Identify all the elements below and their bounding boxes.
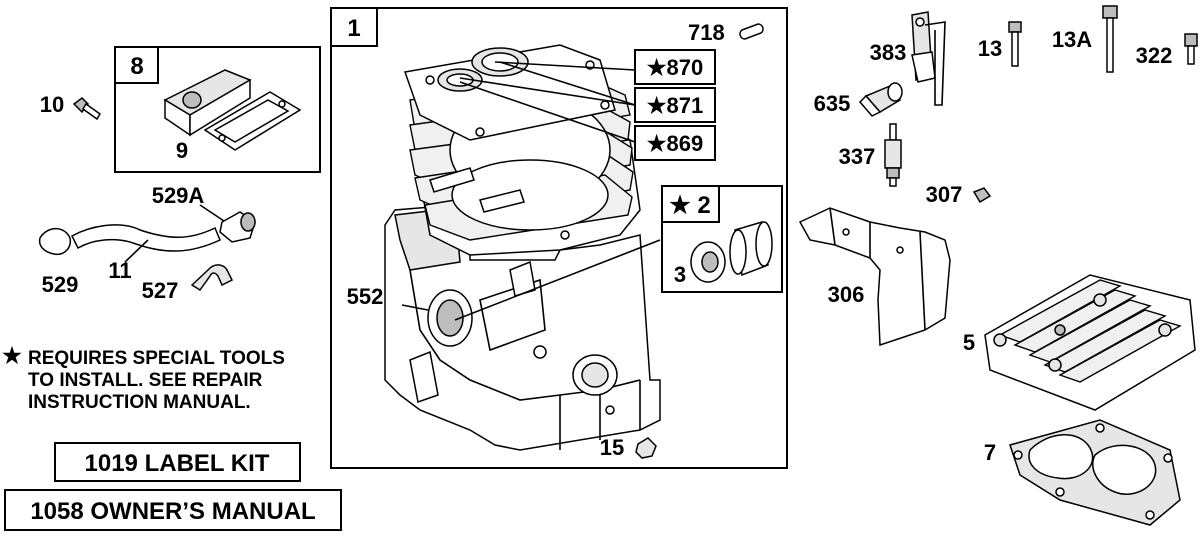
group-2-frame — [661, 185, 783, 293]
callout-322: 322 — [1136, 43, 1173, 68]
spark-plug-337[interactable] — [884, 123, 902, 187]
group-8-label-box — [114, 46, 159, 84]
callout-7: 7 — [984, 440, 996, 465]
main-group-label-box — [330, 7, 378, 47]
clamp-529[interactable] — [38, 227, 72, 256]
callout-306: 306 — [828, 282, 865, 307]
cylinder-head-5[interactable] — [984, 274, 1196, 411]
bolt-13A[interactable] — [1102, 5, 1118, 73]
leader-11 — [124, 239, 149, 263]
leader-870 — [494, 61, 636, 71]
note-line-1: REQUIRES SPECIAL TOOLS — [28, 348, 285, 369]
plug-15[interactable] — [635, 437, 657, 459]
callout-11: 11 — [108, 258, 131, 283]
leader-869 — [459, 81, 636, 143]
callout-635: 635 — [814, 91, 851, 116]
main-group-label: 1 — [347, 15, 360, 42]
note-line-3: INSTRUCTION MANUAL. — [28, 392, 251, 413]
head-gasket-7[interactable] — [1009, 419, 1181, 526]
bearing-and-seal-drawing[interactable] — [690, 221, 773, 283]
group-2-label-box — [661, 185, 720, 223]
ignition-switch-383[interactable] — [911, 11, 946, 106]
note-line-2: TO INSTALL. SEE REPAIR — [28, 370, 263, 391]
leader-552 — [401, 304, 429, 311]
owners-manual: 1058 OWNER’S MANUAL — [30, 498, 315, 525]
breather-tube-11[interactable] — [71, 224, 221, 252]
bolt-13[interactable] — [1008, 21, 1022, 67]
cylinder-shroud-306[interactable] — [798, 207, 951, 347]
callout-5: 5 — [963, 330, 975, 355]
leader-group-2 — [454, 239, 661, 321]
breather-assembly-drawing[interactable] — [163, 69, 302, 151]
label-kit: 1019 LABEL KIT — [85, 450, 270, 477]
leader-871-a — [459, 77, 636, 106]
dowel-pin-718[interactable] — [739, 23, 764, 40]
special-tools-star: ★ — [2, 343, 22, 368]
callout-9: 9 — [176, 138, 188, 163]
callout-529: 529 — [42, 272, 79, 297]
main-group-frame — [330, 7, 788, 469]
callout-13A: 13A — [1052, 27, 1092, 52]
engine-block-drawing[interactable] — [384, 44, 661, 451]
group-2-label: ★ 2 — [669, 192, 711, 219]
callout-869: ★869 — [647, 131, 703, 156]
clip-527[interactable] — [190, 264, 234, 292]
leader-871-b — [499, 61, 636, 106]
callout-box-871 — [634, 87, 716, 123]
callout-307: 307 — [926, 182, 963, 207]
callout-3: 3 — [674, 262, 686, 287]
callout-870: ★870 — [647, 55, 703, 80]
callout-15: 15 — [600, 435, 624, 460]
callout-871: ★871 — [647, 93, 703, 118]
callout-box-869 — [634, 125, 716, 161]
callout-527: 527 — [142, 278, 179, 303]
group-8-frame — [114, 46, 321, 173]
owners-manual-box[interactable] — [4, 489, 342, 531]
callout-383: 383 — [870, 40, 907, 65]
stud-322[interactable] — [1184, 33, 1198, 65]
callout-337: 337 — [839, 144, 876, 169]
callout-box-870 — [634, 49, 716, 85]
spark-plug-boot-635[interactable] — [858, 82, 903, 117]
callout-529A: 529A — [152, 183, 205, 208]
callout-718: 718 — [688, 20, 725, 45]
elbow-fitting-529A[interactable] — [219, 211, 256, 243]
callout-13: 13 — [978, 36, 1002, 61]
group-8-label: 8 — [130, 53, 143, 80]
callout-10: 10 — [40, 92, 64, 117]
screw-10[interactable] — [72, 97, 101, 121]
callout-552: 552 — [347, 284, 384, 309]
label-kit-box[interactable] — [54, 442, 301, 482]
screw-307[interactable] — [972, 187, 992, 204]
